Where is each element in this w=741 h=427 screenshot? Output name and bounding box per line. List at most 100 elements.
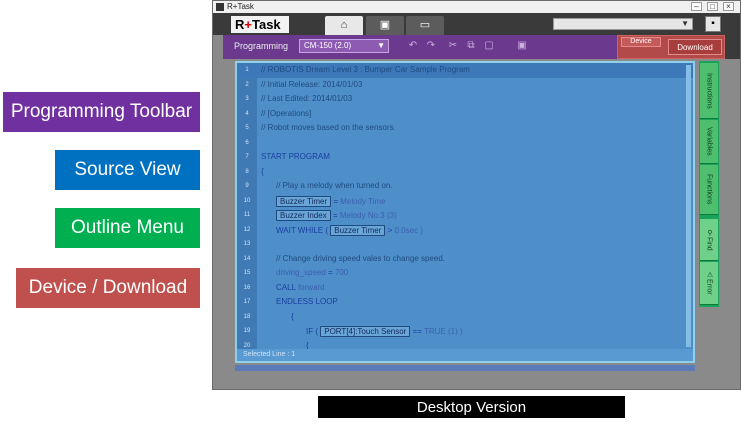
line-number: 1 (245, 67, 249, 73)
code-line[interactable]: 2 // Initial Release: 2014/01/03 (237, 78, 693, 93)
operator: > (387, 225, 393, 235)
controller-select[interactable]: CM-150 (2.0) ▼ (299, 39, 389, 53)
line-number: 2 (245, 81, 249, 88)
chevron-down-icon: ▼ (681, 19, 689, 28)
error-button[interactable]: ⚠ Error (700, 262, 718, 305)
line-number: 8 (245, 168, 249, 175)
tab-instructions[interactable]: Instructions (700, 63, 718, 119)
code-text: Buzzer Timer = Melody Time (276, 195, 386, 207)
code-comment: // Change driving speed vales to change … (276, 253, 446, 263)
warning-icon: ⚠ (706, 271, 713, 280)
minimize-button[interactable]: – (691, 2, 702, 11)
line-number: 13 (243, 241, 251, 247)
code-text: ENDLESS LOOP (276, 297, 338, 306)
copy-icon[interactable]: ⧉ (467, 40, 475, 51)
operator: == (412, 327, 422, 336)
line-number: 20 (243, 342, 251, 349)
code-text: // Initial Release: 2014/01/03 (261, 80, 362, 89)
code-keyword: { (306, 340, 309, 350)
device-button[interactable]: Device (621, 37, 661, 47)
line-number: 3 (245, 96, 249, 102)
code-keyword: IF ( (306, 327, 318, 336)
code-line[interactable]: 20 { (237, 339, 693, 354)
code-line[interactable]: 7 START PROGRAM (237, 150, 693, 165)
legend-device-download: Device / Download (16, 268, 200, 308)
code-keyword: { (261, 166, 264, 176)
code-comment: // Initial Release: 2014/01/03 (261, 79, 363, 89)
code-line[interactable]: 4// [Operations] (237, 107, 693, 122)
line-number: 16 (243, 284, 251, 291)
legend-programming-toolbar: Programming Toolbar (3, 92, 200, 132)
app-window: R+Task – □ × R+Task ⌂ ▣ ▭ ▼ ▪ Pr (212, 0, 741, 390)
value-text: 0.0sec ) (394, 225, 423, 235)
save-button[interactable]: ▪ (705, 16, 721, 32)
app-bar: R+Task ⌂ ▣ ▭ ▼ ▪ (213, 13, 740, 35)
source-icon: ▣ (379, 19, 391, 31)
code-text: // [Operations] (261, 109, 311, 118)
device-download-area: Device Download (617, 35, 725, 59)
code-line[interactable]: 8{ (237, 165, 693, 180)
code-text: // Play a melody when turned on. (276, 181, 393, 190)
line-number: 18 (243, 313, 251, 320)
caption: Desktop Version (318, 396, 625, 418)
code-line[interactable]: 9// Play a melody when turned on. (237, 179, 693, 194)
find-label: Find (705, 236, 713, 251)
chevron-down-icon: ▼ (377, 41, 385, 50)
window-title: R+Task (227, 2, 254, 11)
code-keyword: WAIT WHILE ( (276, 225, 328, 235)
code-text: START PROGRAM (261, 152, 330, 161)
code-line[interactable]: 13 (237, 237, 693, 252)
legend-outline-menu: Outline Menu (55, 208, 200, 248)
paste-icon[interactable]: ▢ (484, 40, 494, 51)
toolbar-label: Programming (234, 41, 289, 51)
source-view[interactable]: 1// ROBOTIS Dream Level 3 : Bumper Car S… (235, 61, 695, 363)
code-line[interactable]: 3// Last Edited: 2014/01/03 (237, 92, 693, 107)
tab-variables[interactable]: Variables (700, 120, 718, 164)
operator: = (332, 211, 338, 220)
maximize-button[interactable]: □ (707, 2, 718, 11)
tab-source[interactable]: ▣ (366, 16, 404, 35)
redo-icon[interactable]: ↷ (426, 40, 436, 51)
search-icon: ⚲ (706, 228, 713, 237)
cut-icon[interactable]: ✂ (448, 40, 458, 51)
code-line[interactable]: 14 // Change driving speed vales to chang… (237, 252, 693, 267)
code-line[interactable]: 19 IF ( PORT[4]:Touch Sensor == TRUE (1) … (237, 324, 693, 339)
line-number: 19 (243, 328, 251, 334)
save-icon: ▪ (711, 18, 715, 29)
code-line[interactable]: 6 (237, 136, 693, 151)
tab-monitor[interactable]: ▭ (406, 16, 444, 35)
tab-functions[interactable]: Functions (700, 165, 718, 215)
undo-icon[interactable]: ↶ (408, 40, 418, 51)
code-text: IF ( PORT[4]:Touch Sensor == TRUE (1) ) (306, 326, 463, 337)
error-label: Error (705, 279, 713, 295)
view-icon[interactable]: ▣ (517, 40, 527, 51)
code-text: WAIT WHILE ( Buzzer Timer > 0.0sec ) (276, 224, 423, 236)
close-button[interactable]: × (723, 2, 734, 11)
operator: = (333, 196, 339, 206)
line-number: 14 (243, 255, 251, 262)
value-text: 700 (334, 268, 349, 277)
find-button[interactable]: ⚲ Find (700, 219, 718, 261)
parameter-box: Buzzer Index (276, 210, 331, 221)
line-number: 12 (243, 226, 251, 233)
line-number: 5 (245, 125, 249, 131)
code-line[interactable]: 5// Robot moves based on the sensors. (237, 121, 693, 136)
code-line[interactable]: 12 WAIT WHILE ( Buzzer Timer > 0.0sec ) (237, 223, 693, 238)
line-number: 7 (245, 154, 249, 160)
port-select[interactable]: ▼ (553, 18, 693, 30)
code-line[interactable]: 18{ (237, 310, 693, 325)
line-number: 6 (245, 139, 249, 146)
operator: = (328, 268, 333, 277)
tab-home[interactable]: ⌂ (325, 16, 363, 35)
vertical-scrollbar[interactable] (686, 65, 691, 347)
download-button[interactable]: Download (668, 39, 722, 55)
bottom-strip (235, 365, 695, 371)
code-keyword: START PROGRAM (261, 152, 330, 161)
code-line[interactable]: 1// ROBOTIS Dream Level 3 : Bumper Car S… (237, 63, 693, 78)
